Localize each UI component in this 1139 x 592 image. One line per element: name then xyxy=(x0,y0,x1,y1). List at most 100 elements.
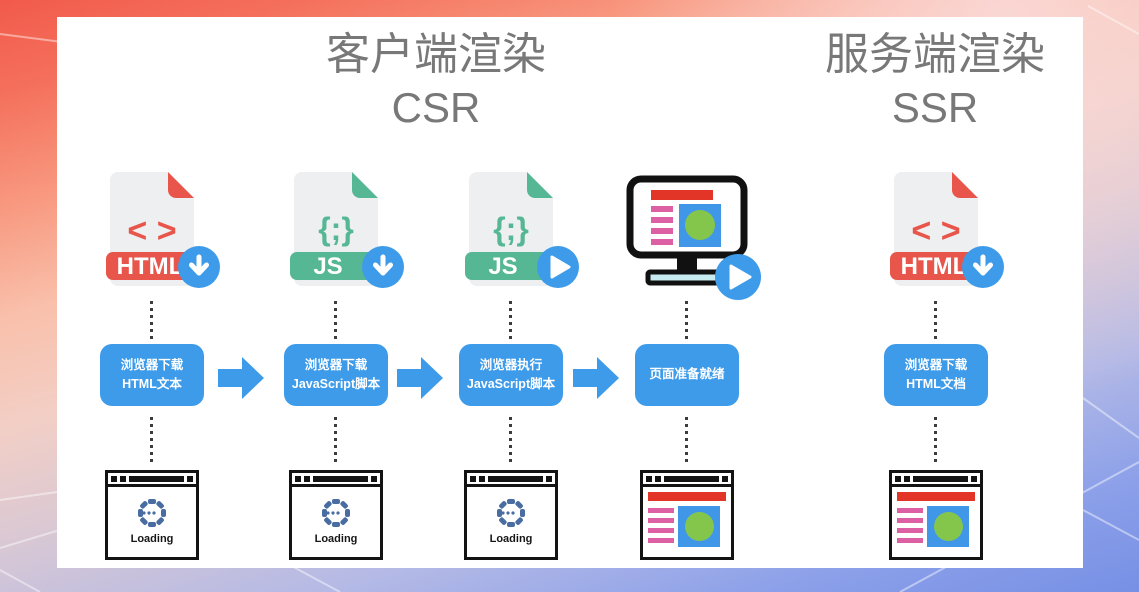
html-file-icon: < > HTML xyxy=(106,172,220,288)
step-button: 浏览器下载 JavaScript脚本 xyxy=(284,344,388,406)
titlebar-square xyxy=(971,475,977,482)
page-content-mock xyxy=(892,487,980,554)
step-label-line1: 页面准备就绪 xyxy=(649,367,725,382)
ssr-title: 服务端渲染 SSR xyxy=(745,27,1125,133)
mock-image-circle xyxy=(684,512,714,541)
titlebar-bar xyxy=(664,475,719,482)
download-badge-icon xyxy=(962,246,1004,288)
loading-spinner-icon xyxy=(497,498,525,527)
mock-image-block xyxy=(927,506,969,547)
flow-arrow-icon xyxy=(397,357,443,399)
csr-title: 客户端渲染 CSR xyxy=(246,27,626,133)
step-label-line2: JavaScript脚本 xyxy=(466,377,556,391)
titlebar-bar xyxy=(913,475,968,482)
step-label-line1: 浏览器执行 xyxy=(479,357,543,372)
titlebar-square xyxy=(111,475,117,482)
code-glyph: < > xyxy=(127,212,176,250)
titlebar-square xyxy=(904,475,910,482)
dotted-connector xyxy=(150,301,153,339)
csr-abbr: CSR xyxy=(391,84,481,131)
titlebar-bar xyxy=(313,475,368,482)
titlebar-square xyxy=(120,475,126,482)
download-badge-icon xyxy=(362,246,404,288)
diagram-card: 客户端渲染 CSR 服务端渲染 SSR < > HTML 浏览器下载 HTML文… xyxy=(57,17,1083,568)
loading-label: Loading xyxy=(314,532,358,545)
step-button: 页面准备就绪 xyxy=(635,344,739,406)
dotted-connector xyxy=(509,417,512,463)
step-label-line1: 浏览器下载 xyxy=(120,357,184,372)
js-file-icon: {;} JS xyxy=(290,172,404,288)
step-label-line2: HTML文档 xyxy=(906,377,966,391)
browser-titlebar xyxy=(892,473,980,487)
flow-arrow-icon xyxy=(218,357,264,399)
download-badge-icon xyxy=(178,246,220,288)
code-glyph: < > xyxy=(911,212,960,250)
page-content-mock xyxy=(643,487,731,554)
code-glyph: {;} xyxy=(493,211,529,247)
browser-window-loading: Loading xyxy=(464,470,558,560)
csr-heading: 客户端渲染 xyxy=(326,30,546,79)
column-csr-step4: 页面准备就绪 xyxy=(607,17,767,568)
file-type-label: HTML xyxy=(117,253,184,280)
titlebar-bar xyxy=(129,475,184,482)
column-csr-step1: < > HTML 浏览器下载 HTML文本 xyxy=(72,17,232,568)
titlebar-square xyxy=(187,475,193,482)
browser-titlebar xyxy=(467,473,555,487)
ssr-heading: 服务端渲染 xyxy=(825,30,1045,79)
mock-text-lines xyxy=(897,506,923,547)
titlebar-square xyxy=(655,475,661,482)
dotted-connector xyxy=(509,301,512,339)
dotted-connector xyxy=(934,417,937,463)
titlebar-square xyxy=(479,475,485,482)
dotted-connector xyxy=(685,417,688,463)
step-label-line1: 浏览器下载 xyxy=(304,357,368,372)
file-type-label: JS xyxy=(488,253,517,280)
loading-label: Loading xyxy=(130,532,174,545)
column-ssr: < > HTML 浏览器下载 HTML文档 xyxy=(856,17,1016,568)
monitor-icon xyxy=(626,175,761,300)
mock-image-block xyxy=(678,506,720,547)
play-badge-icon xyxy=(537,246,579,288)
file-type-label: JS xyxy=(313,253,342,280)
titlebar-square xyxy=(646,475,652,482)
step-label-line1: 浏览器下载 xyxy=(904,357,968,372)
titlebar-square xyxy=(895,475,901,482)
step-button: 浏览器执行 JavaScript脚本 xyxy=(459,344,563,406)
titlebar-square xyxy=(304,475,310,482)
dotted-connector xyxy=(934,301,937,339)
js-file-icon: {;} JS xyxy=(465,172,579,288)
browser-titlebar xyxy=(292,473,380,487)
dotted-connector xyxy=(150,417,153,463)
titlebar-square xyxy=(546,475,552,482)
step-button: 浏览器下载 HTML文档 xyxy=(884,344,988,406)
column-csr-step3: {;} JS 浏览器执行 JavaScript脚本 xyxy=(431,17,591,568)
dotted-connector xyxy=(334,417,337,463)
mock-image-circle xyxy=(933,512,963,541)
titlebar-square xyxy=(470,475,476,482)
column-csr-step2: {;} JS 浏览器下载 JavaScript脚本 xyxy=(256,17,416,568)
step-label-line2: HTML文本 xyxy=(122,377,182,391)
mock-header-bar xyxy=(648,492,726,501)
ssr-abbr: SSR xyxy=(891,84,979,131)
loading-label: Loading xyxy=(489,532,533,545)
file-type-label: HTML xyxy=(901,253,968,280)
mock-header-bar xyxy=(897,492,975,501)
play-badge-icon xyxy=(715,254,761,300)
flow-arrow-icon xyxy=(573,357,619,399)
browser-window-loading: Loading xyxy=(105,470,199,560)
step-label-line2: JavaScript脚本 xyxy=(291,377,381,391)
code-glyph: {;} xyxy=(318,211,354,247)
loading-spinner-icon xyxy=(322,498,350,527)
browser-window-loading: Loading xyxy=(289,470,383,560)
dotted-connector xyxy=(685,301,688,339)
dotted-connector xyxy=(334,301,337,339)
browser-titlebar xyxy=(108,473,196,487)
loading-spinner-icon xyxy=(138,498,166,527)
mock-text-lines xyxy=(648,506,674,547)
titlebar-square xyxy=(722,475,728,482)
titlebar-square xyxy=(371,475,377,482)
step-button: 浏览器下载 HTML文本 xyxy=(100,344,204,406)
titlebar-bar xyxy=(488,475,543,482)
titlebar-square xyxy=(295,475,301,482)
browser-titlebar xyxy=(643,473,731,487)
